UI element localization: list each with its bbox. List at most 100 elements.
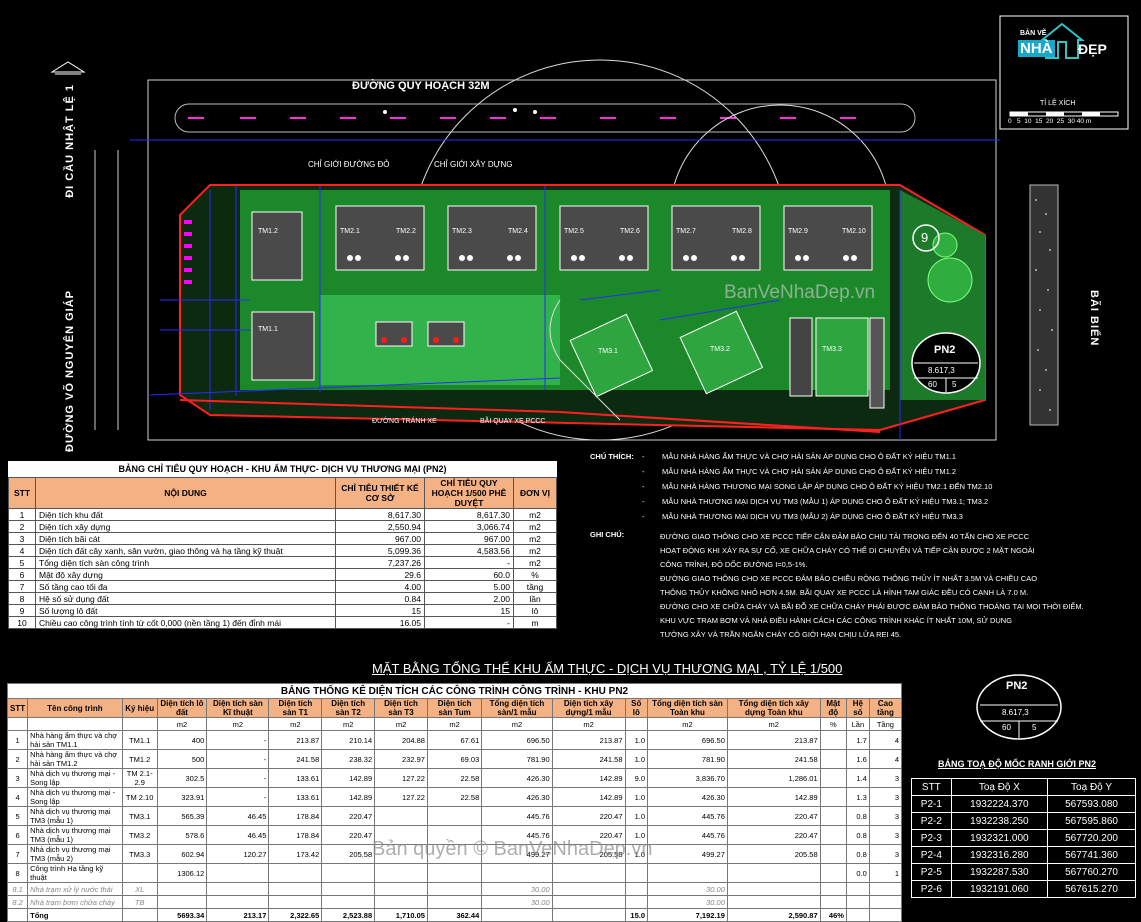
building-label: TM2.2 [396,228,416,235]
table2-unit [121,717,158,731]
table2-cell [819,844,847,864]
pn2-badge-a: 60 [928,380,937,389]
table2-cell: 220.47 [726,806,821,826]
table2-cell: TM3.1 [121,806,158,826]
note-line: KHU VỰC TRẠM BƠM VÀ NHÀ ĐIỀU HÀNH CÁCH C… [660,616,1013,625]
table2-cell: 3 [868,806,903,826]
table2-cell [268,895,323,909]
table1-title: BẢNG CHỈ TIÊU QUY HOẠCH - KHU ẨM THỰC- D… [118,464,447,474]
chi-gioi-duong-do-label: CHỈ GIỚI ĐƯỜNG ĐỎ [308,160,390,169]
table2-cell: TM1.2 [121,749,158,769]
logo-part1: BẢN VẼ [1020,30,1047,37]
table2-cell: 1,710.05 [374,908,428,922]
table2-cell: 7 [6,844,29,864]
table2-cell [726,895,821,909]
beach-label: BÃI BIỂN [1088,290,1100,347]
table3-header: Toạ Độ Y [1047,778,1136,796]
table3-cell: 1932191.060 [950,880,1049,898]
note-line: GHI CHÚ: [590,530,625,539]
note-line: CÔNG TRÌNH, ĐỘ DỐC ĐƯỜNG I=0,5-1%. [660,560,808,569]
table1-cell: Mật độ xây dựng [35,568,336,581]
table2-cell: 213.87 [551,730,626,750]
note-line: ĐƯỜNG GIAO THÔNG CHO XE PCCC ĐẢM BẢO CHI… [660,574,1038,583]
table2-cell [726,863,821,883]
table1-cell: 1 [8,508,36,521]
table2-cell: 302.5 [156,768,208,788]
table2-cell [819,730,847,750]
table2-cell [845,895,870,909]
table2-cell: 400 [156,730,208,750]
table2-cell [426,882,483,896]
table2-unit: m2 [206,717,270,731]
table1-cell: Chiều cao công trình tính từ cốt 0,000 (… [35,616,336,629]
table1-cell: 8,617.30 [424,508,514,521]
table2-cell [868,882,903,896]
table2-unit: m2 [374,717,428,731]
table1-cell: 2,550.94 [335,520,425,533]
table2-cell: 1 [6,730,29,750]
table2-cell: 1.4 [845,768,870,788]
table2-header: STT [6,698,29,718]
table2-cell [321,895,376,909]
table2-cell [321,882,376,896]
site-plan [50,15,1129,441]
table2-cell: 241.58 [726,749,821,769]
table2-cell: 1.7 [845,730,870,750]
table2-cell: Nhà dịch vụ thương mại TM3 (mẫu 1) [27,806,123,826]
building-label: TM2.6 [620,228,640,235]
table1-cell: lần [513,592,557,605]
table3-cell: P2-5 [911,863,952,881]
table2-header: Số lô [624,698,649,718]
table1-cell: Hệ số sử dụng đất [35,592,336,605]
building-label: TM1.1 [258,326,278,333]
road-left-label-1: ĐI CẦU NHẬT LỆ 1 [64,84,76,198]
table1-cell: 4,583.56 [424,544,514,557]
table1-cell: - [424,616,514,629]
table2-cell: 30.00 [647,895,728,909]
table1-cell: Số lượng lô đất [35,604,336,617]
table1-cell: 60.0 [424,568,514,581]
table2-cell: 30.00 [481,882,553,896]
table2-cell: 2 [6,749,29,769]
table2-cell: - [206,768,270,788]
table1-cell: Diện tích khu đất [35,508,336,521]
table3-cell: 1932238.250 [950,812,1049,830]
table2-cell [206,863,270,883]
table2-cell: 9.0 [624,768,649,788]
table2-unit: m2 [481,717,553,731]
table2-cell: 1.6 [845,749,870,769]
table3-cell: 1932287.530 [950,863,1049,881]
table1-cell: 5,099.36 [335,544,425,557]
table1-header: CHỈ TIÊU THIẾT KẾ CƠ SỞ [335,477,425,509]
table3-cell: 567741.360 [1047,846,1136,864]
table2-cell: 46.45 [206,806,270,826]
pn2-bottom-b: 5 [1032,723,1037,732]
table2-cell: 362.44 [426,908,483,922]
duong-tranh-xe-label: ĐƯỜNG TRÁNH XE [372,418,437,425]
note-bullet: - [642,452,645,461]
table2-cell: 445.76 [647,825,728,845]
table1-cell: 0.84 [335,592,425,605]
table1-cell: Diện tích đất cây xanh, sân vườn, giao t… [35,544,336,557]
table2-cell: 22.58 [426,787,483,807]
table2-cell [551,863,626,883]
road-top-label: ĐƯỜNG QUY HOẠCH 32M [352,80,490,92]
planning-indicators-table: BẢNG CHỈ TIÊU QUY HOẠCH - KHU ẨM THỰC- D… [8,461,557,629]
table2-header: Tổng diện tích sàn Toàn khu [647,698,728,718]
pn2-bottom-a: 60 [1002,723,1011,732]
table1-header: NỘI DUNG [35,477,336,509]
table2-cell: 0.0 [845,863,870,883]
table2-unit [6,717,29,731]
table2-cell: 1306.12 [156,863,208,883]
building-label: TM3.3 [822,346,842,353]
table1-cell: m2 [513,532,557,545]
